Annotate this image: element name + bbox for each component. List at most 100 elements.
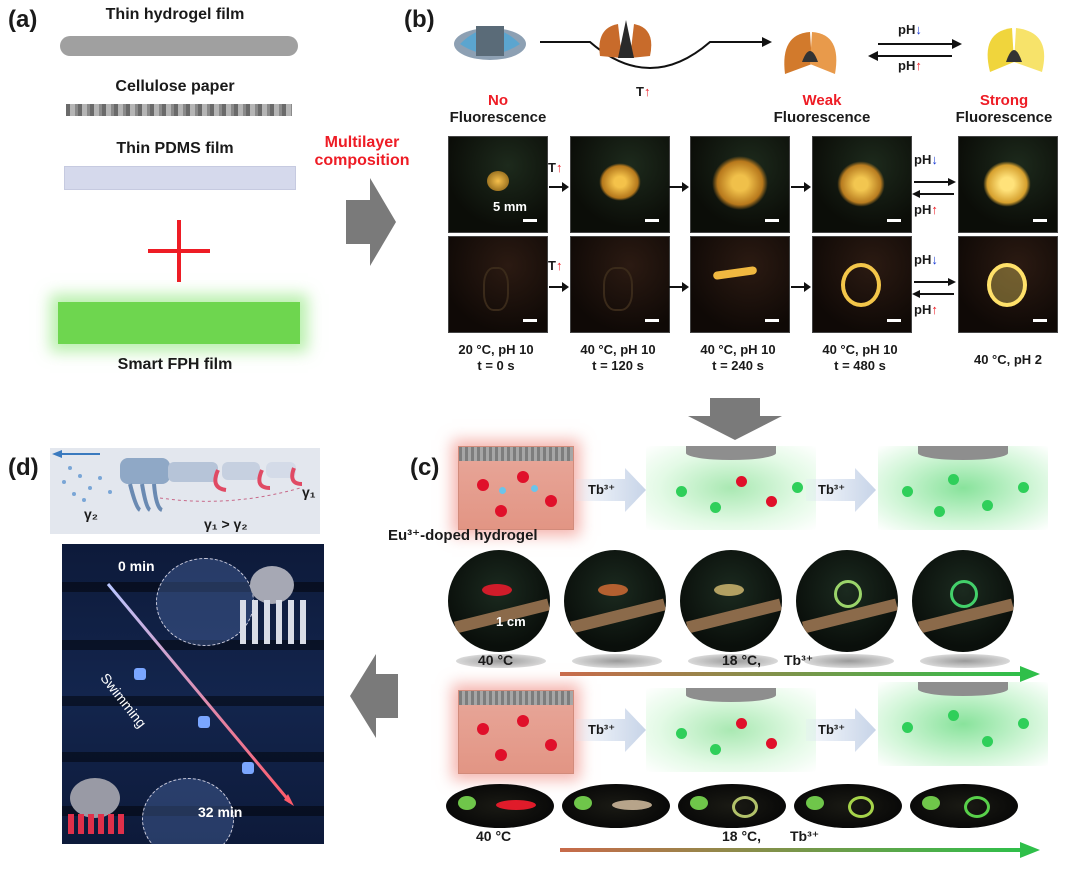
arrow-right-icon bbox=[669, 182, 689, 192]
ph-up-label: pH↑ bbox=[914, 202, 938, 217]
arrow-right-icon bbox=[549, 182, 569, 192]
octopus-curled-icon bbox=[70, 778, 120, 818]
gamma1-label: γ₁ bbox=[302, 484, 316, 500]
tb-label: Tb³⁺ bbox=[588, 482, 616, 497]
condition-temp-ph: 40 °C, pH 2 bbox=[973, 352, 1043, 367]
gamma2-label: γ₂ bbox=[84, 506, 99, 522]
gamma-relation-label: γ₁ > γ₂ bbox=[204, 516, 248, 532]
arrow-right-icon bbox=[791, 182, 811, 192]
flower-open-weak-icon bbox=[784, 32, 837, 74]
state-subtitle: Fluorescence bbox=[449, 109, 547, 126]
arrow-up-icon: ↑ bbox=[931, 202, 938, 217]
arrow-down-icon: ↓ bbox=[915, 22, 922, 37]
zoom-circle-start bbox=[156, 558, 254, 646]
arrow-right-icon bbox=[669, 282, 689, 292]
flower-side-photo-2 bbox=[570, 236, 670, 333]
photo-shadow bbox=[688, 654, 778, 668]
state-no-fluorescence: No Fluorescence bbox=[428, 92, 568, 126]
state-weak-fluorescence: Weak Fluorescence bbox=[752, 92, 892, 126]
tb-condition-label: Tb³⁺ bbox=[784, 652, 814, 668]
arrow-c-to-d-icon bbox=[350, 654, 398, 738]
flower-photo-2 bbox=[570, 136, 670, 233]
scale-label: 1 cm bbox=[496, 614, 526, 629]
tadpole-photo-5 bbox=[910, 784, 1018, 828]
condition-temp-ph: 40 °C, pH 10 bbox=[822, 342, 898, 357]
flower-photo-1: 5 mm bbox=[448, 136, 548, 233]
arrow-down-icon: ↓ bbox=[931, 152, 938, 167]
photo-shadow bbox=[920, 654, 1010, 668]
condition-temp-ph: 20 °C, pH 10 bbox=[458, 342, 534, 357]
cellulose-paper-layer bbox=[66, 104, 292, 116]
ph-text: pH bbox=[914, 302, 932, 317]
ph-text: pH bbox=[898, 22, 916, 37]
panel-d-label: (d) bbox=[8, 454, 39, 481]
plus-icon bbox=[148, 220, 210, 282]
state-subtitle: Fluorescence bbox=[773, 109, 871, 126]
tb-label: Tb³⁺ bbox=[818, 722, 846, 737]
tb-condition-label: Tb³⁺ bbox=[790, 828, 820, 844]
tb-label: Tb³⁺ bbox=[818, 482, 846, 497]
arrow-right-icon bbox=[791, 282, 811, 292]
tadpole-photo-4 bbox=[794, 784, 902, 828]
flower-photo-5 bbox=[958, 136, 1058, 233]
chameleon-photo-3 bbox=[680, 550, 782, 652]
octopus-tentacles-icon bbox=[240, 600, 306, 644]
temperature-up-label: T↑ bbox=[548, 258, 562, 273]
state-word: Strong bbox=[979, 92, 1029, 109]
reversible-arrow-icon bbox=[912, 178, 956, 198]
eu-hydrogel-block bbox=[458, 446, 574, 530]
ph-up-label: pH↑ bbox=[914, 302, 938, 317]
t-text: T bbox=[548, 160, 556, 175]
arrow-down-icon: ↓ bbox=[931, 252, 938, 267]
flower-schematic bbox=[454, 20, 1045, 74]
t-text: T bbox=[636, 84, 644, 99]
ph-text: pH bbox=[898, 58, 916, 73]
pdms-film-label: Thin PDMS film bbox=[116, 140, 234, 157]
ph-text: pH bbox=[914, 252, 932, 267]
chameleon-photo-4 bbox=[796, 550, 898, 652]
arrow-right-icon bbox=[549, 282, 569, 292]
flower-side-photo-5 bbox=[958, 236, 1058, 333]
arrow-up-icon: ↑ bbox=[915, 58, 922, 73]
temp-end-label: 18 °C, bbox=[722, 652, 762, 668]
fph-film-layer bbox=[58, 302, 300, 344]
fph-film-label: Smart FPH film bbox=[117, 356, 233, 373]
condition-temp-ph: 40 °C, pH 10 bbox=[580, 342, 656, 357]
panel-a-label: (a) bbox=[8, 6, 38, 33]
scale-label: 5 mm bbox=[493, 199, 527, 214]
reversible-arrow-icon bbox=[912, 278, 956, 298]
gradient-arrow-icon bbox=[560, 842, 1040, 858]
ph-down-label: pH↓ bbox=[898, 22, 922, 37]
octopus-head-icon bbox=[250, 566, 294, 604]
cellulose-paper-label: Cellulose paper bbox=[115, 78, 235, 95]
swim-schematic bbox=[50, 448, 320, 534]
ph-down-label: pH↓ bbox=[914, 252, 938, 267]
temperature-up-label: T↑ bbox=[548, 160, 562, 175]
arrow-up-icon: ↑ bbox=[643, 84, 651, 99]
swim-timelapse-photo bbox=[62, 544, 324, 844]
arrow-up-icon: ↑ bbox=[555, 258, 563, 273]
chameleon-photo-2 bbox=[564, 550, 666, 652]
swim-path-arrow bbox=[106, 583, 294, 806]
time-start-label: 0 min bbox=[118, 558, 155, 574]
multilayer-text: Multilayer bbox=[324, 134, 400, 151]
composition-text: composition bbox=[314, 152, 410, 169]
flower-photo-3 bbox=[690, 136, 790, 233]
hydrogel-film-layer bbox=[60, 36, 298, 56]
temperature-up-label: T↑ bbox=[636, 84, 650, 99]
eu-hydrogel-label: Eu³⁺-doped hydrogel bbox=[388, 527, 538, 544]
chameleon-photo-1: 1 cm bbox=[448, 550, 550, 652]
condition-temp-ph: 40 °C, pH 10 bbox=[700, 342, 776, 357]
hydrogel-network-full bbox=[878, 682, 1048, 766]
hydrogel-network-partial bbox=[646, 688, 816, 772]
gradient-arrow-icon bbox=[560, 666, 1040, 682]
flower-open-strong-icon bbox=[987, 28, 1045, 72]
arrow-a-to-b-icon bbox=[346, 178, 396, 266]
tadpole-photo-1 bbox=[446, 784, 554, 828]
temp-start-label: 40 °C bbox=[478, 652, 514, 668]
zoom-circle-end bbox=[142, 778, 234, 844]
